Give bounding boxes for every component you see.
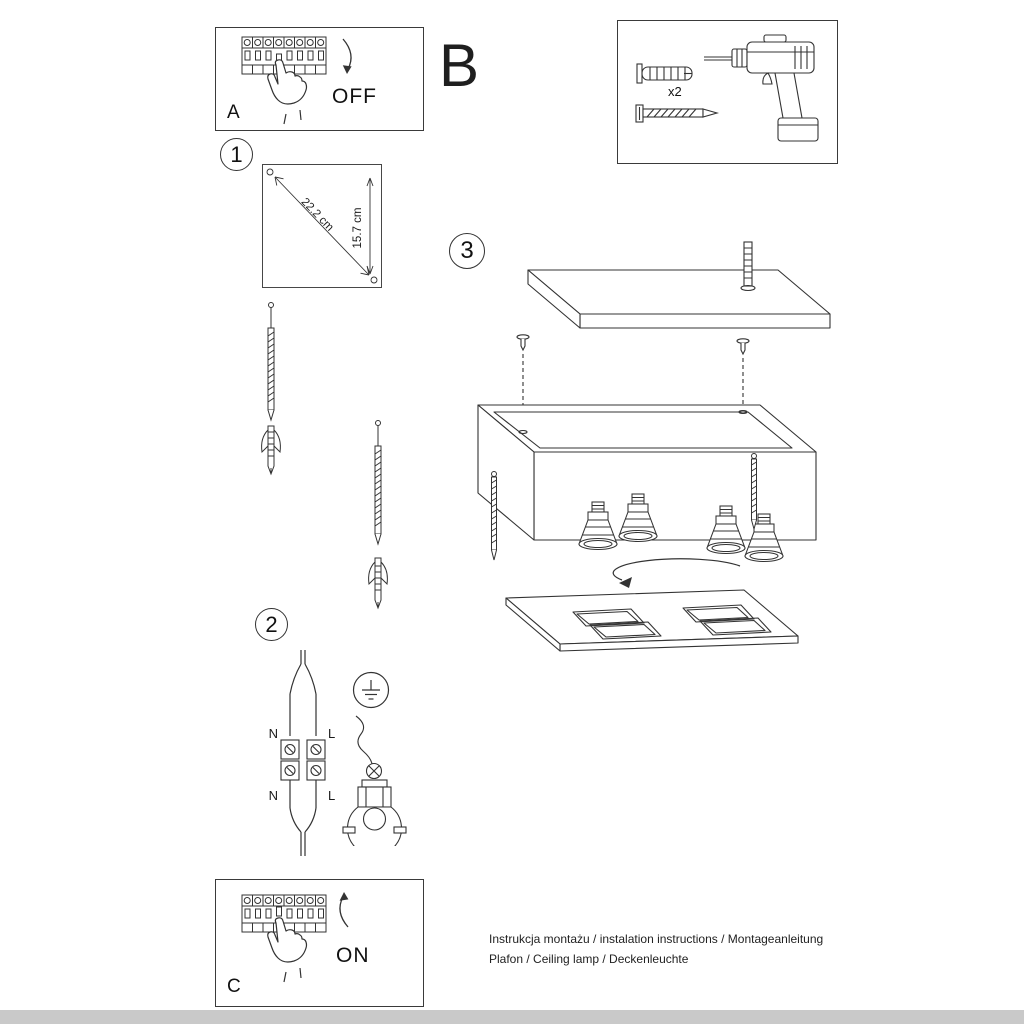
threaded-rod-icon — [740, 241, 756, 292]
wall-plug-vertical-icon — [261, 425, 281, 476]
step-2-number: 2 — [265, 611, 278, 637]
wall-plug-vertical-icon — [368, 557, 388, 610]
step-1-number: 1 — [230, 141, 243, 167]
rotation-arrow-icon — [612, 558, 741, 588]
power-off-illustration — [241, 36, 352, 125]
step-3-badge: 3 — [449, 233, 485, 269]
diffuser-cutouts — [572, 604, 772, 640]
hand-icon — [267, 59, 308, 125]
footer-line-1: Instrukcja montażu / instalation instruc… — [489, 932, 824, 946]
panel-a-label: A — [227, 102, 240, 123]
page-edge-bar — [0, 1010, 1024, 1024]
ground-symbol-icon — [352, 671, 390, 709]
screw-vertical-icon — [267, 302, 275, 422]
footer-line-2: Plafon / Ceiling lamp / Deckenleuchte — [489, 952, 689, 966]
screw-and-plug-left — [261, 302, 281, 476]
dimension-vertical-label: 15.7 cm — [352, 208, 364, 249]
mounting-bolt-right-icon — [736, 338, 750, 408]
terminal-block-icon — [280, 739, 326, 781]
screw-icon — [635, 104, 720, 123]
tools-illustration — [635, 34, 819, 142]
drill-icon — [704, 34, 819, 142]
step-1-badge: 1 — [220, 138, 253, 171]
switch-state-on: ON — [336, 944, 370, 967]
wire-label-n-bottom: N — [269, 788, 278, 803]
breaker-panel-icon — [241, 894, 327, 933]
diffuser-plate — [505, 589, 799, 652]
footer-text: Instrukcja montażu / instalation instruc… — [489, 929, 823, 969]
screw-left-icon — [491, 471, 497, 561]
switch-state-off: OFF — [332, 85, 377, 108]
arrow-up-icon — [339, 892, 349, 928]
ceiling-plate — [527, 269, 831, 329]
wire-label-n-top: N — [269, 726, 278, 741]
wire-split-icon — [289, 650, 317, 856]
wire-label-l-bottom: L — [328, 788, 335, 803]
exploded-lamp-diagram — [477, 241, 831, 652]
hand-icon — [267, 917, 308, 983]
plug-quantity-label: x2 — [668, 84, 682, 99]
arrow-down-icon — [342, 38, 352, 74]
wall-plug-icon — [636, 63, 693, 84]
step-3-number: 3 — [460, 237, 474, 264]
breaker-panel-icon — [241, 36, 327, 75]
section-b-label: B — [439, 32, 480, 99]
power-on-illustration — [241, 892, 349, 983]
cable-clamp-icon — [342, 715, 407, 846]
wire-label-l-top: L — [328, 726, 335, 741]
power-off-panel: OFF A — [215, 27, 424, 131]
screw-and-plug-right — [368, 420, 388, 610]
screw-vertical-icon — [374, 420, 382, 546]
wiring-diagram: N L N L — [269, 650, 335, 856]
mounting-bolt-left-icon — [516, 334, 530, 428]
tools-panel: x2 — [617, 20, 838, 164]
screw-right-icon — [751, 453, 757, 531]
mounting-square-diagram: 22.2 cm 15.7 cm — [262, 164, 382, 288]
dimension-diagonal-label: 22.2 cm — [299, 196, 336, 234]
step-2-badge: 2 — [255, 608, 288, 641]
panel-c-label: C — [227, 976, 241, 997]
power-on-panel: ON C — [215, 879, 424, 1007]
